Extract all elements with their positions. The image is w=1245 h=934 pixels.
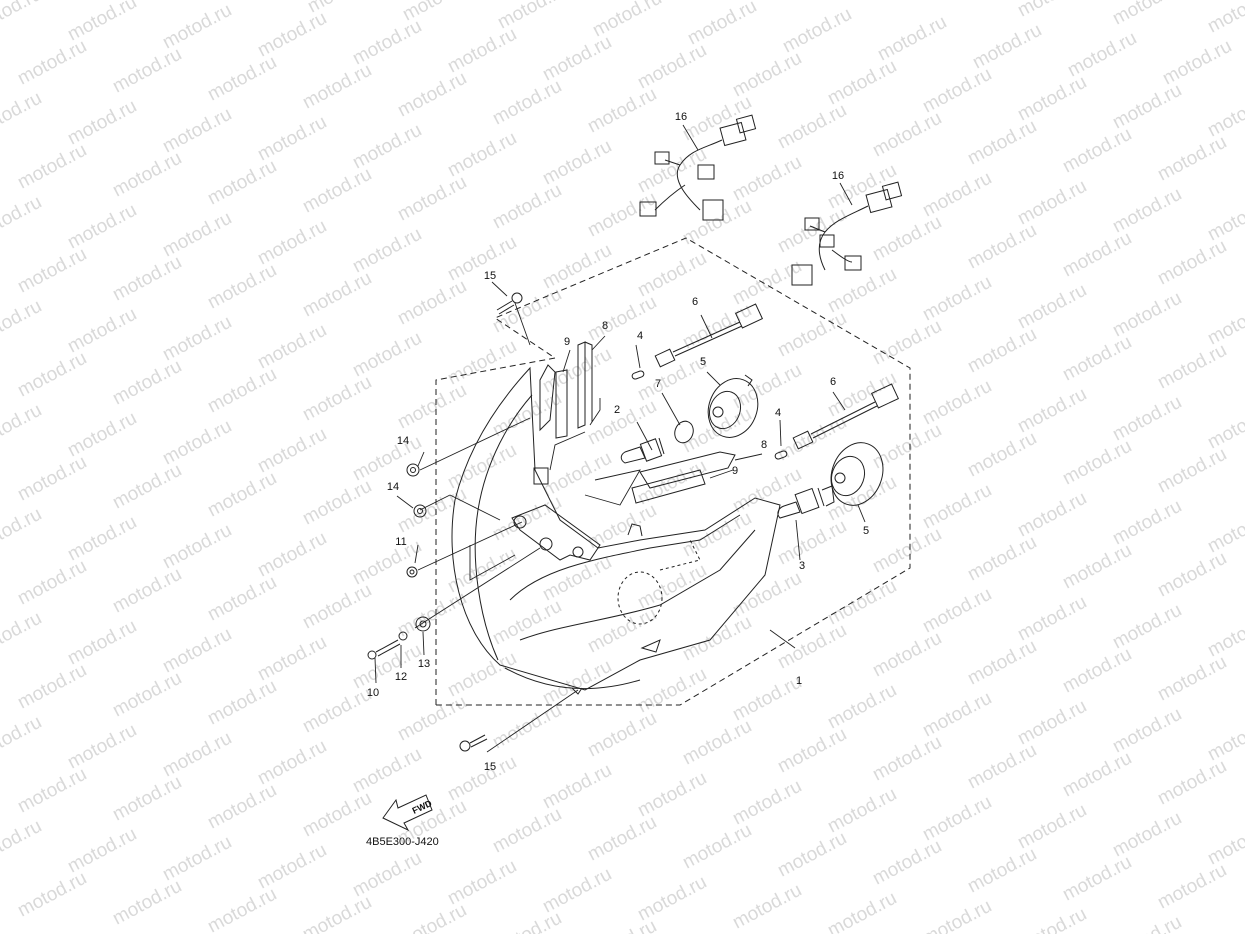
callout-c2: 2 [613,404,621,416]
callout-c5a: 5 [699,356,707,368]
callout-c5b: 5 [862,525,870,537]
strip-9b [631,469,706,504]
callout-c16b: 16 [831,170,845,182]
bulb-3 [777,485,835,519]
bulb-cover-5a [707,374,759,438]
callout-c4a: 4 [636,330,644,342]
grommet-13 [415,616,431,632]
callout-c15b: 15 [483,761,497,773]
nut-11 [406,566,418,578]
strip-8b [639,451,736,489]
callout-c14a: 14 [396,435,410,447]
callout-c4b: 4 [774,407,782,419]
callout-c8b: 8 [760,439,768,451]
callout-c9b: 9 [731,465,739,477]
screw-10 [367,639,401,660]
grommet-14b [413,504,427,518]
callout-c8a: 8 [601,320,609,332]
callout-c16a: 16 [674,111,688,123]
wire-harness-16a [639,114,757,221]
socket-7 [674,420,694,444]
drawing-code: 4B5E300-J420 [366,836,439,848]
wire-harness-16b [791,181,903,286]
grommet-14a [406,463,420,477]
callout-c7: 7 [654,378,662,390]
callout-c6a: 6 [691,296,699,308]
bolt-15a [496,292,523,315]
callout-c9a: 9 [563,336,571,348]
callout-c13: 13 [417,658,431,670]
callout-c1: 1 [795,675,803,687]
bolt-15b [459,734,488,752]
washer-12 [398,631,408,641]
callout-c15a: 15 [483,270,497,282]
socket-cord-6a [654,303,764,368]
callout-c14b: 14 [386,481,400,493]
strip-9a [555,369,568,439]
bulb-2 [620,437,665,464]
socket-cord-6b [792,383,900,450]
strip-8a [577,341,593,429]
callout-c12: 12 [394,671,408,683]
callout-c3: 3 [798,560,806,572]
callout-c11: 11 [395,536,407,548]
headlight-housing [451,364,781,695]
assembly-boundary [435,237,911,706]
callout-c6b: 6 [829,376,837,388]
bulb-4a [631,370,645,380]
bulb-cover-5b [830,442,884,506]
fwd-arrow-icon [382,794,433,832]
leader-lines [374,124,866,753]
bulb-4b [774,450,788,460]
callout-c10: 10 [366,687,380,699]
